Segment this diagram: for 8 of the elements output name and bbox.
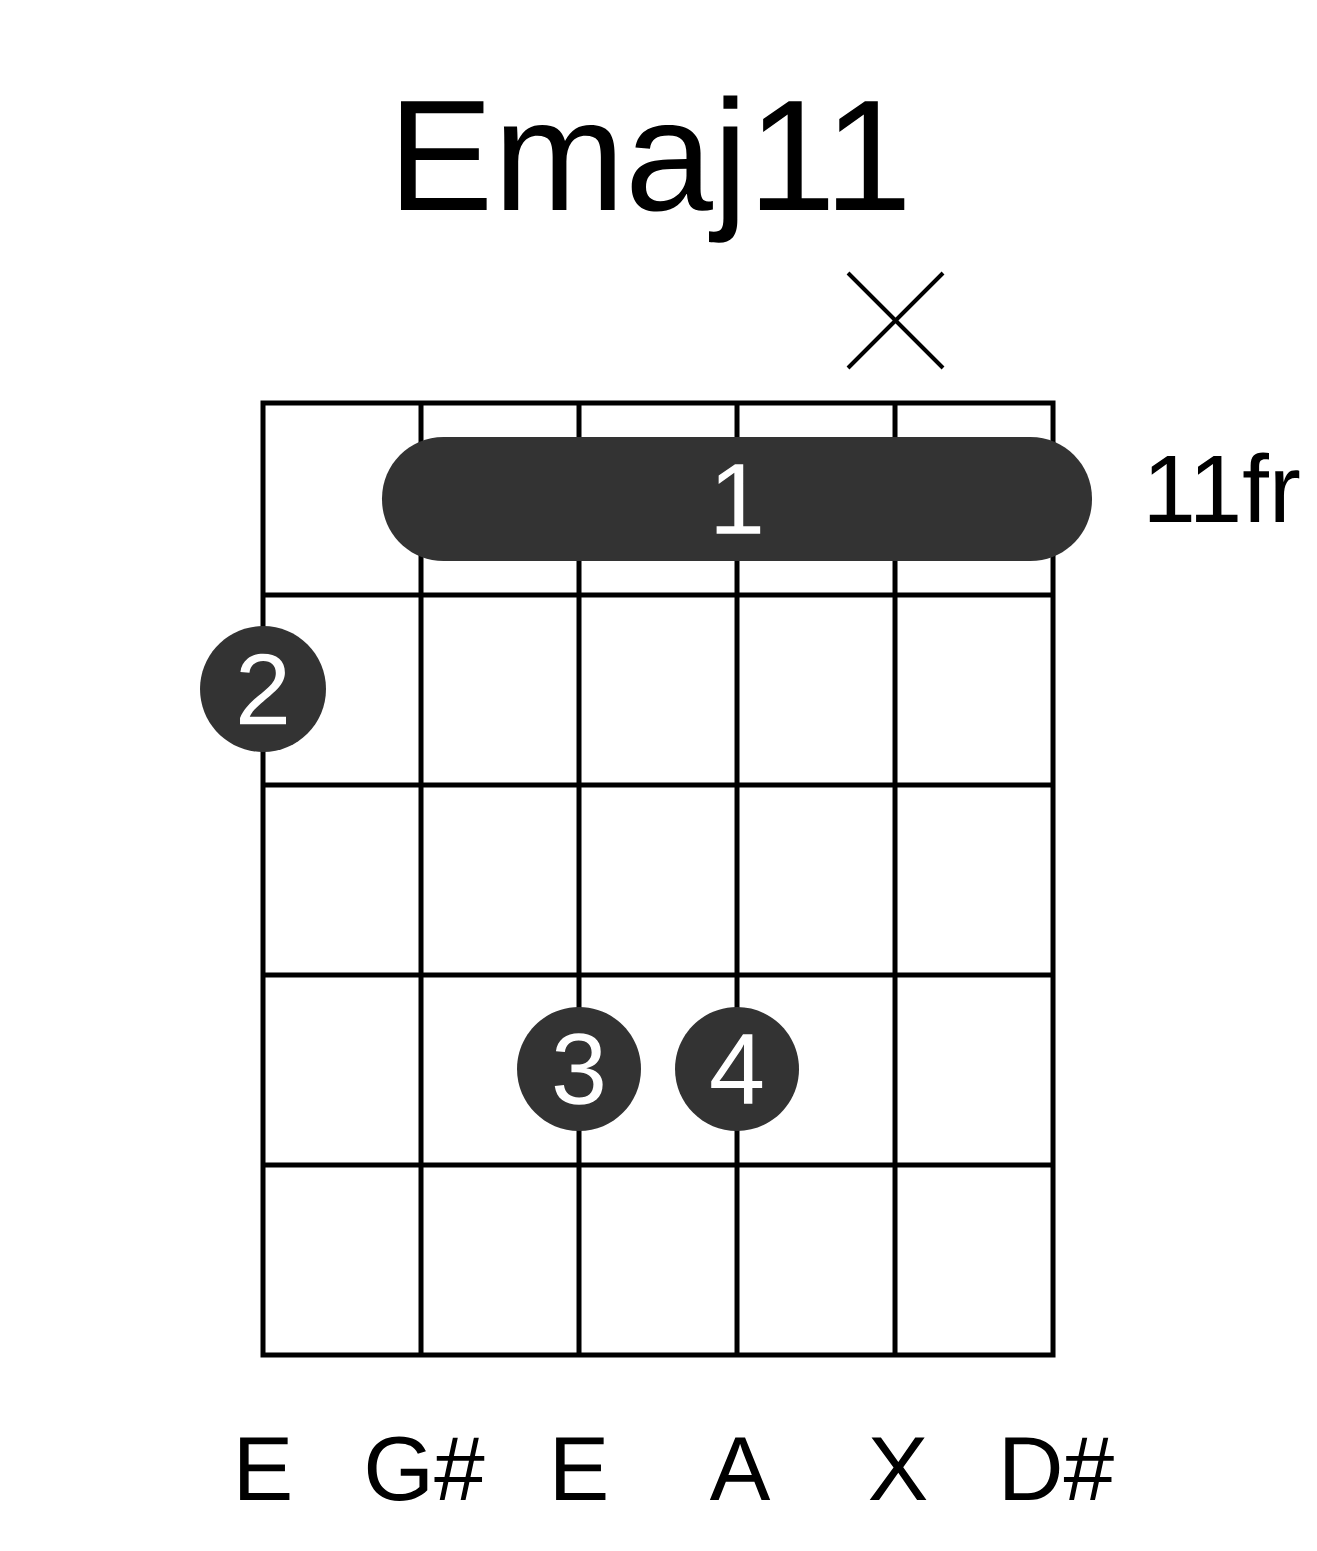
string-note: A [709,1437,771,1500]
string-note: E [556,1437,606,1500]
string-note: X [869,1437,927,1500]
string-note: G# [367,1436,485,1501]
string-note: E [240,1437,290,1500]
barre-bar: 1 [382,437,1092,561]
chord-title: Emaj11 [401,95,905,243]
string-note: D# [1005,1437,1114,1500]
